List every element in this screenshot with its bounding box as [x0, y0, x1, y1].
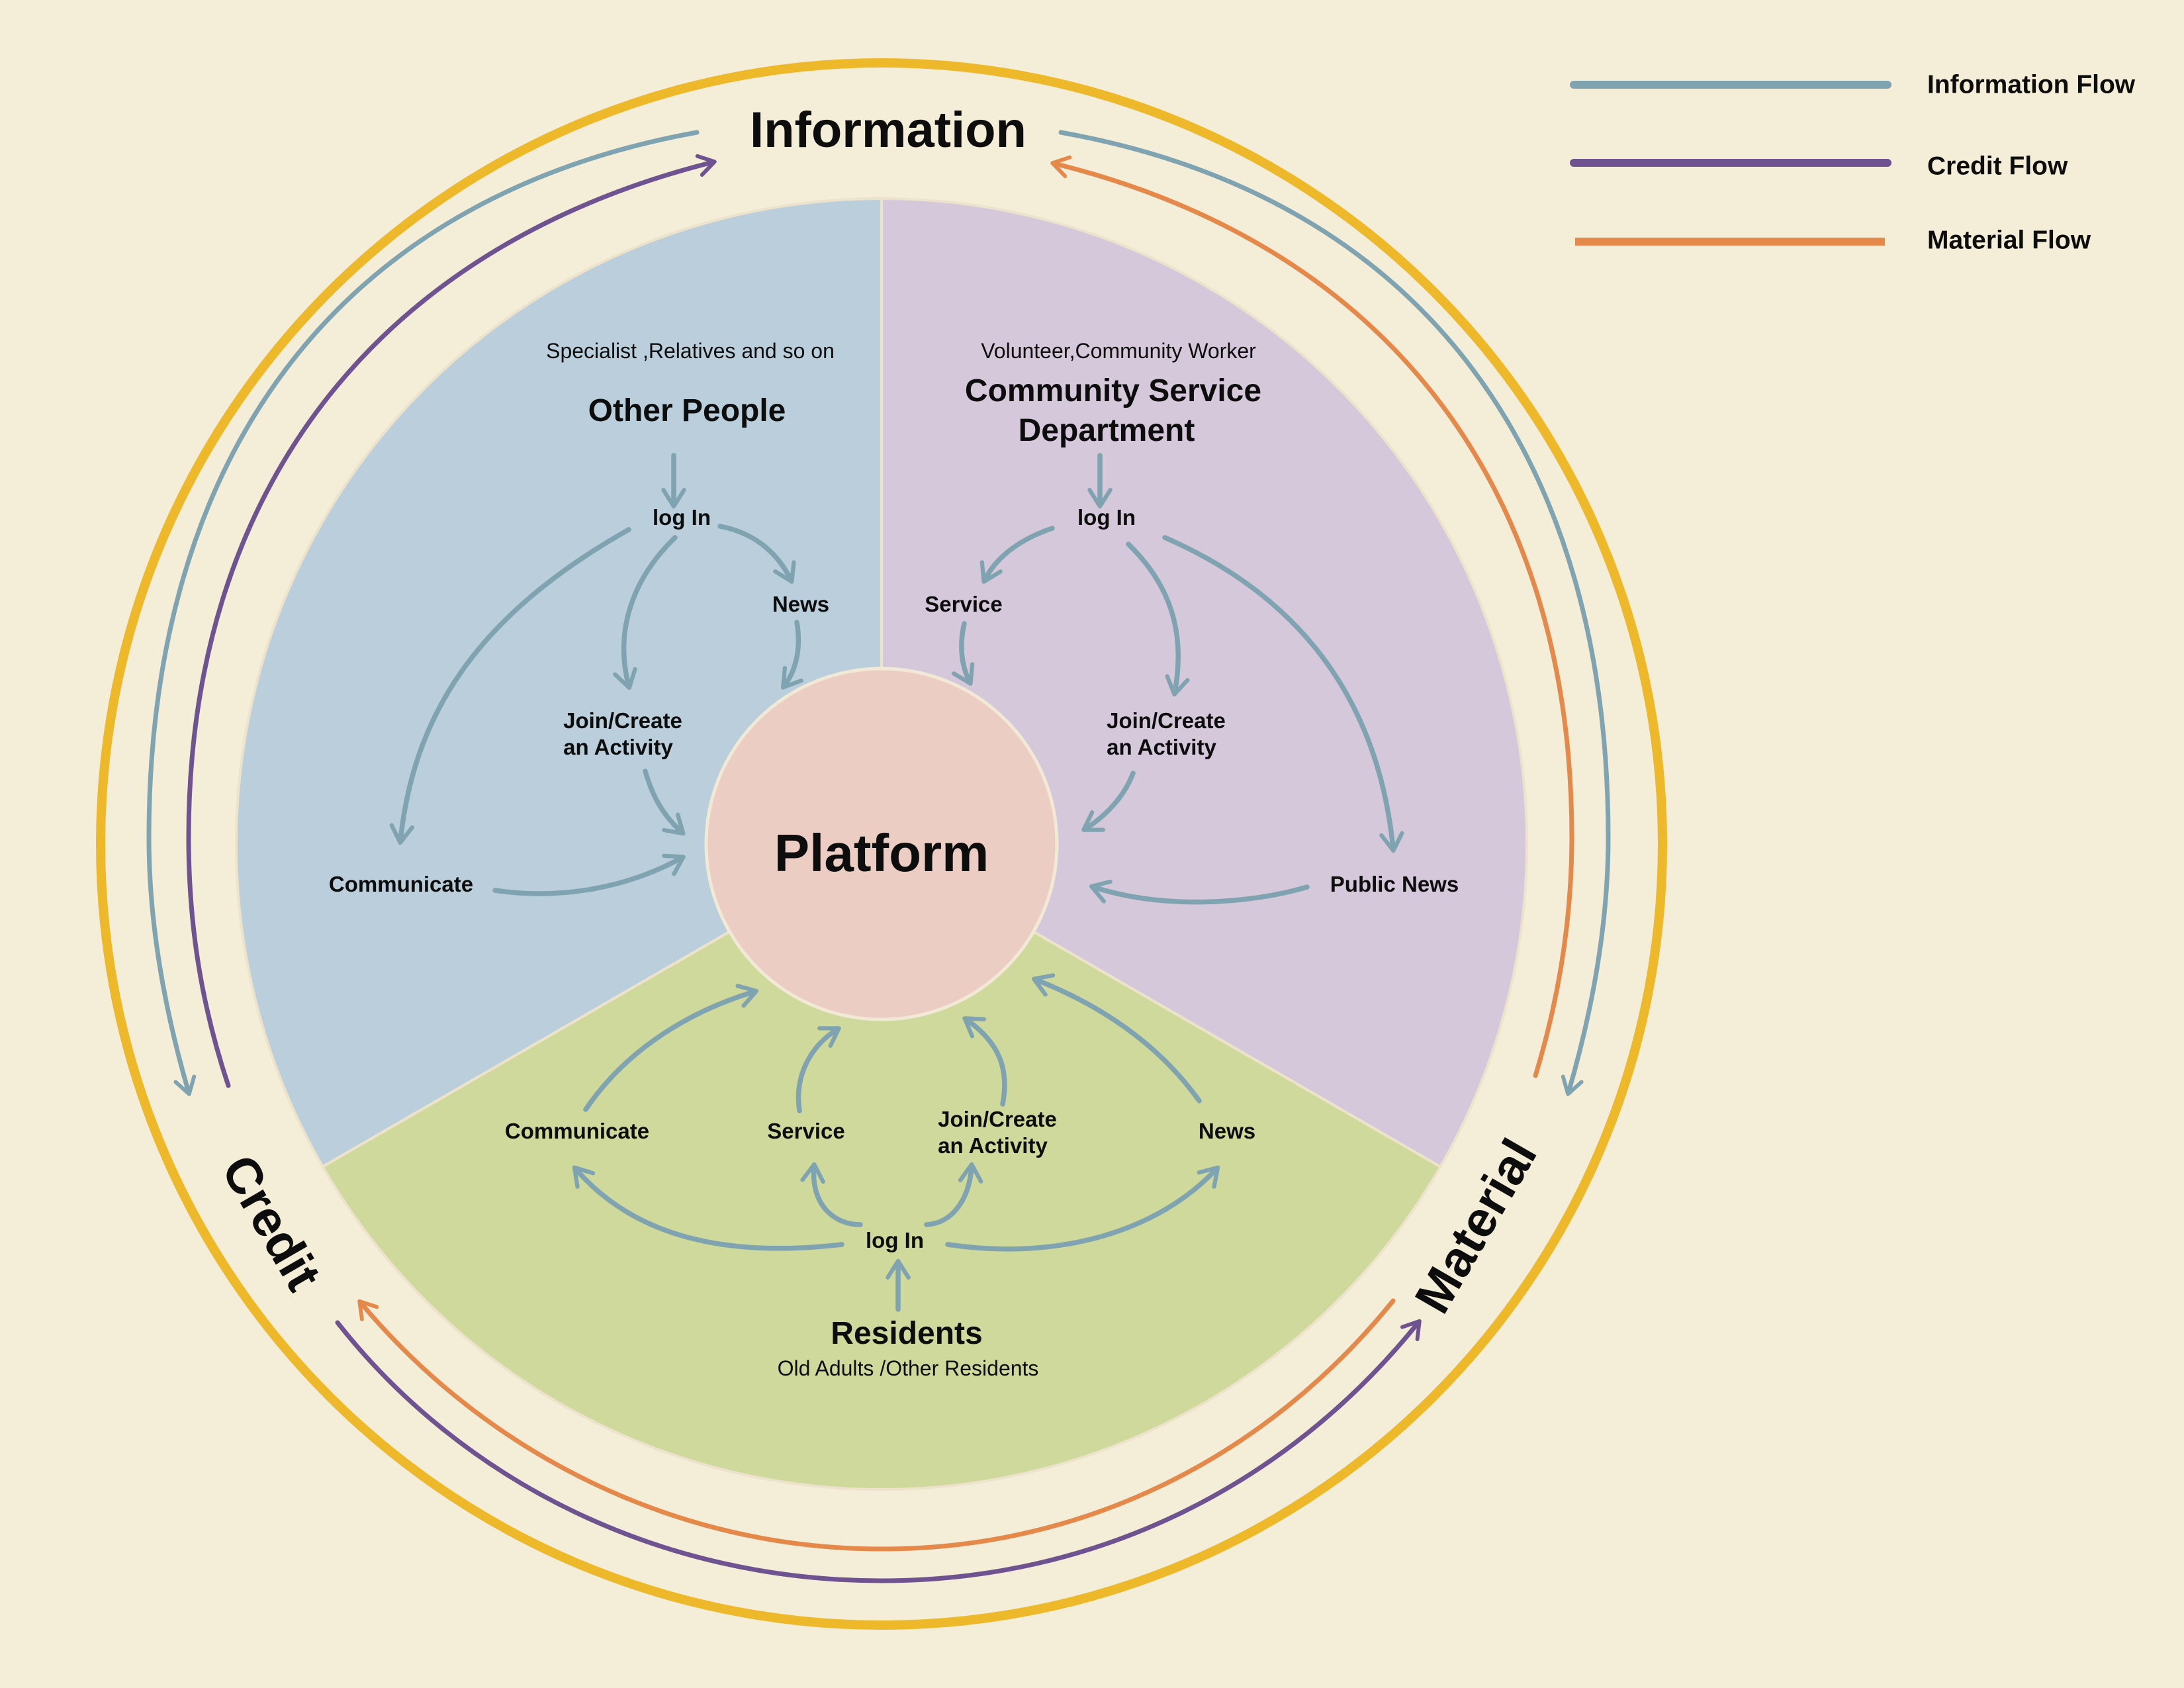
- other-people-join-line1[interactable]: Join/Create: [563, 708, 682, 733]
- credit-flow-arc-bottom: [335, 1319, 1422, 1583]
- community-service-group: Volunteer,Community Worker Community Ser…: [925, 339, 1459, 905]
- residents-subtitle: Old Adults /Other Residents: [778, 1356, 1039, 1380]
- arrow-other-news-to-platform: [780, 620, 803, 690]
- community-title-line1: Community Service: [965, 373, 1261, 408]
- community-title-line2: Department: [1019, 413, 1195, 448]
- other-people-title: Other People: [588, 393, 786, 428]
- outer-ring: [96, 58, 1667, 1630]
- residents-join-line1[interactable]: Join/Create: [938, 1107, 1057, 1131]
- outer-label-information: Information: [750, 102, 1026, 158]
- arrow-other-communicate-to-platform: [492, 853, 686, 896]
- sector-residents: [320, 842, 1443, 1491]
- legend-label-material: Material Flow: [1927, 226, 2091, 254]
- material-flow-arc-right: [1050, 155, 1574, 1078]
- arrow-other-login-to-join: [613, 535, 678, 690]
- arrow-residents-login-to-service: [800, 1162, 863, 1227]
- residents-login[interactable]: log In: [866, 1228, 924, 1252]
- arrow-community-service-to-platform: [952, 621, 975, 686]
- arrow-other-join-to-platform: [643, 769, 686, 836]
- arrow-residents-communicate-to-platform: [583, 984, 759, 1112]
- residents-service[interactable]: Service: [767, 1119, 844, 1143]
- community-join-line2[interactable]: an Activity: [1107, 735, 1216, 759]
- platform-circle: [704, 667, 1059, 1021]
- legend-label-information: Information Flow: [1927, 70, 2136, 99]
- material-flow-arc-bottom: [357, 1298, 1396, 1552]
- residents-communicate[interactable]: Communicate: [505, 1119, 649, 1143]
- arrow-community-join-to-platform: [1081, 771, 1136, 832]
- arrow-residents-news-to-platform: [1031, 973, 1202, 1103]
- arrow-community-login-to-join: [1126, 541, 1190, 697]
- other-people-login[interactable]: log In: [653, 505, 711, 530]
- community-service[interactable]: Service: [925, 592, 1002, 616]
- arrow-other-login-to-communicate: [389, 527, 631, 845]
- other-people-subtitle: Specialist ,Relatives and so on: [546, 339, 835, 363]
- information-flow-arc-left: [146, 130, 700, 1096]
- arrow-community-public-news-to-platform: [1089, 879, 1310, 905]
- arrow-residents-service-to-platform: [796, 1026, 841, 1113]
- residents-group: Communicate Service Join/Create an Activ…: [505, 973, 1255, 1380]
- arrow-residents-login-to-communicate: [572, 1165, 844, 1251]
- arrow-community-login-to-public-news: [1162, 535, 1404, 853]
- arrow-residents-login-to-join: [924, 1162, 983, 1227]
- arrow-residents-join-to-platform: [962, 1016, 1007, 1107]
- legend: Information Flow Credit Flow Material Fl…: [1570, 70, 2136, 254]
- community-public-news[interactable]: Public News: [1330, 872, 1459, 896]
- community-join-line1[interactable]: Join/Create: [1107, 708, 1226, 733]
- platform-label: Platform: [774, 823, 989, 882]
- arrow-residents-login-to-news: [945, 1165, 1220, 1252]
- other-people-group: Specialist ,Relatives and so on Other Pe…: [329, 339, 835, 896]
- community-subtitle: Volunteer,Community Worker: [981, 339, 1256, 363]
- arrow-other-login-to-news: [717, 524, 796, 584]
- credit-flow-arc-left: [186, 154, 717, 1088]
- community-login[interactable]: log In: [1077, 505, 1136, 530]
- sector-community-service: [880, 197, 1529, 1169]
- outer-flows: [146, 130, 1611, 1583]
- other-people-join-line2[interactable]: an Activity: [563, 735, 673, 759]
- residents-title: Residents: [831, 1316, 982, 1351]
- other-people-communicate[interactable]: Communicate: [329, 872, 473, 896]
- arrow-community-login-to-service: [979, 526, 1055, 584]
- information-flow-arc-right: [1058, 130, 1611, 1096]
- other-people-news[interactable]: News: [772, 592, 829, 616]
- legend-label-credit: Credit Flow: [1927, 152, 2068, 180]
- residents-news[interactable]: News: [1199, 1119, 1255, 1143]
- residents-join-line2[interactable]: an Activity: [938, 1133, 1048, 1158]
- sector-other-people: [234, 197, 883, 1169]
